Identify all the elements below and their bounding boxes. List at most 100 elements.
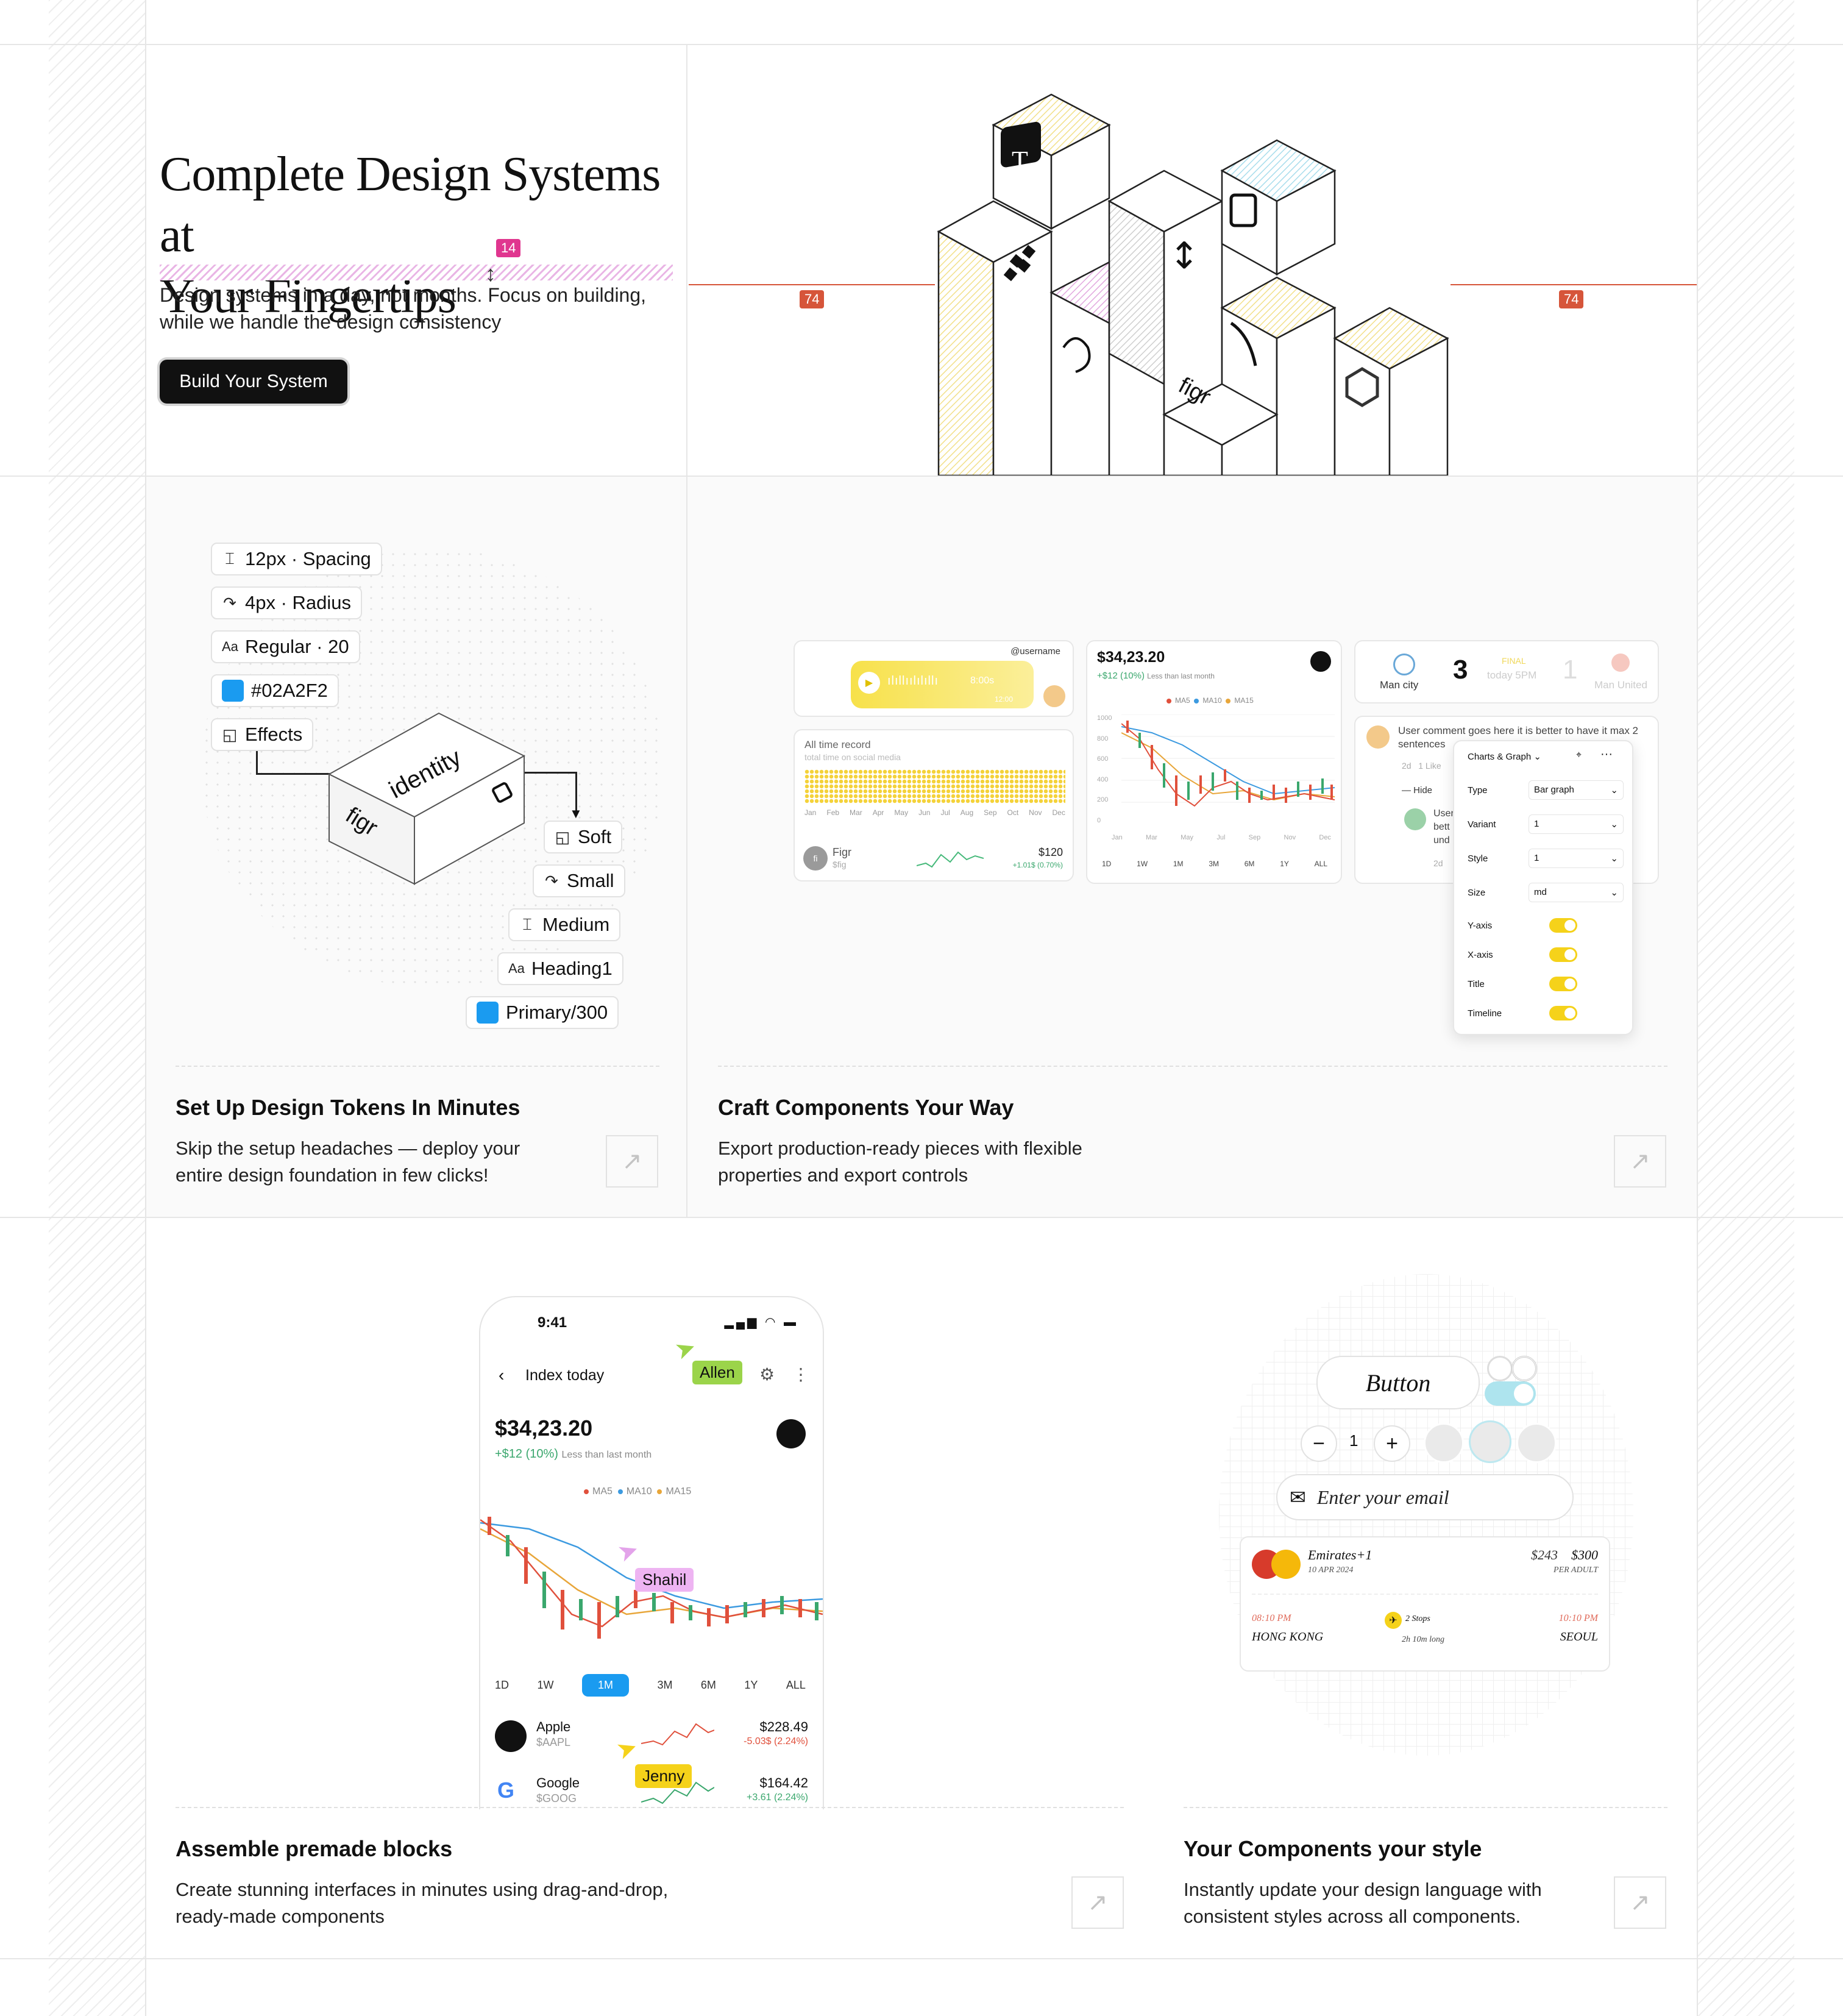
status-time: 9:41	[538, 1314, 567, 1331]
avatar	[1424, 1423, 1464, 1463]
reply-time: 2d	[1433, 858, 1443, 868]
type-icon: Aa	[222, 639, 238, 654]
range-tab[interactable]: 1D	[495, 1679, 510, 1691]
range-tab-active[interactable]: 1M	[581, 1674, 629, 1697]
range-tab[interactable]: 6M	[700, 1679, 716, 1691]
toggle-label: Timeline	[1468, 1008, 1502, 1019]
open-card-button[interactable]: ↗	[1614, 1876, 1666, 1929]
stock-price: $164.42	[759, 1775, 808, 1790]
open-card-button[interactable]: ↗	[606, 1135, 658, 1188]
home-team: Man city	[1380, 679, 1419, 691]
x-tick: Jan	[1112, 834, 1123, 841]
stepper-minus-button[interactable]: −	[1301, 1425, 1337, 1462]
list-item[interactable]: G Google $GOOG $164.42 +3.61 (2.24%)	[495, 1772, 808, 1809]
range-tab[interactable]: 3M	[1209, 860, 1219, 868]
chat-panel: @username ▶ ılıllıılılıllı 8:00s 12:00	[794, 640, 1074, 717]
spacing-icon: ⌶	[522, 915, 532, 933]
range-tab[interactable]: ALL	[786, 1679, 806, 1691]
hero-subtitle: Design systems in a day, not months. Foc…	[160, 284, 647, 333]
connector-arrow-icon: ▼	[569, 806, 583, 821]
y-axis-toggle[interactable]	[1549, 918, 1577, 933]
price-old: $243	[1531, 1547, 1558, 1562]
back-chevron-icon[interactable]: ‹	[499, 1366, 505, 1384]
open-card-button[interactable]: ↗	[1614, 1135, 1666, 1188]
list-item[interactable]: Apple $AAPL $228.49 -5.03$ (2.24%)	[495, 1715, 808, 1758]
range-tab[interactable]: 1W	[1137, 860, 1148, 868]
range-tab[interactable]: 1D	[1102, 860, 1112, 868]
prop-select[interactable]: 1⌄	[1529, 849, 1624, 868]
month-label: Oct	[1007, 808, 1019, 817]
stats-panel: All time record total time on social med…	[794, 729, 1074, 882]
play-icon[interactable]: ▶	[858, 672, 880, 694]
chat-username: @username	[1010, 646, 1060, 657]
token-chip-small[interactable]: ↷Small	[533, 864, 625, 897]
left-gutter-pattern	[49, 0, 145, 2016]
hide-replies-link[interactable]: — Hide	[1402, 785, 1433, 796]
target-icon[interactable]: ⌖	[1576, 750, 1582, 760]
range-tab[interactable]: ALL	[1314, 860, 1327, 868]
token-chip-color[interactable]: #02A2F2	[211, 674, 339, 707]
away-team: Man United	[1594, 679, 1647, 691]
grid-line	[1697, 0, 1698, 2016]
token-chip-radius[interactable]: ↷4px · Radius	[211, 586, 363, 619]
airline-name: Emirates+1	[1308, 1547, 1372, 1562]
more-icon[interactable]: ···	[1600, 747, 1613, 761]
chevron-down-icon: ⌄	[1610, 888, 1618, 898]
x-axis-toggle[interactable]	[1549, 947, 1577, 962]
month-label: Feb	[826, 808, 840, 817]
card-description: Instantly update your design language wi…	[1184, 1879, 1542, 1927]
gear-icon[interactable]: ⚙	[759, 1365, 775, 1384]
chevron-down-icon: ⌄	[1610, 819, 1618, 830]
away-crest-icon	[1611, 654, 1630, 672]
toggle-switch[interactable]	[1485, 1381, 1536, 1406]
connector-line	[256, 751, 337, 775]
range-tab[interactable]: 1Y	[744, 1679, 758, 1691]
token-chip-medium[interactable]: ⌶Medium	[508, 908, 621, 941]
token-chip-soft[interactable]: ◱Soft	[544, 821, 623, 853]
sample-button[interactable]: Button	[1316, 1356, 1480, 1409]
candlestick-chart	[1121, 714, 1335, 807]
effects-icon: ◱	[555, 827, 570, 846]
y-tick: 200	[1097, 796, 1109, 804]
screen-title: Index today	[525, 1367, 605, 1384]
range-tab[interactable]: 3M	[657, 1679, 673, 1691]
range-tab[interactable]: 1W	[537, 1679, 554, 1691]
card-description: Skip the setup headaches — deploy your e…	[176, 1138, 520, 1186]
open-card-button[interactable]: ↗	[1071, 1876, 1124, 1929]
card-divider	[1184, 1807, 1667, 1808]
voice-message-bubble[interactable]: ▶ ılıllıılılıllı 8:00s 12:00	[851, 661, 1034, 708]
timeline-toggle[interactable]	[1549, 1006, 1577, 1020]
chevron-down-icon: ⌄	[1610, 853, 1618, 864]
card-divider	[718, 1066, 1667, 1067]
waveform-icon: ılıllıılılıllı	[887, 674, 939, 688]
apple-logo-icon	[776, 1419, 806, 1448]
more-vertical-icon[interactable]: ⋮	[792, 1365, 809, 1384]
flight-card[interactable]: Emirates+1 10 APR 2024 $243 $300 PER ADU…	[1240, 1536, 1610, 1672]
month-label: Mar	[850, 808, 862, 817]
email-field[interactable]: ✉ Enter your email	[1276, 1474, 1574, 1520]
token-chip-spacing[interactable]: ⌶12px · Spacing	[211, 543, 382, 575]
effects-icon: ◱	[222, 725, 238, 744]
stepper-plus-button[interactable]: +	[1374, 1425, 1410, 1462]
chip-label: 12px · Spacing	[245, 548, 371, 569]
range-tab[interactable]: 1Y	[1280, 860, 1289, 868]
range-tab[interactable]: 6M	[1244, 860, 1255, 868]
radio-icon[interactable]	[1487, 1356, 1513, 1381]
build-system-button[interactable]: Build Your System	[160, 360, 347, 404]
token-chip-effects[interactable]: ◱Effects	[211, 718, 314, 751]
prop-select[interactable]: Bar graph⌄	[1529, 780, 1624, 800]
spacing-measure-band	[160, 265, 673, 280]
token-chip-primary[interactable]: Primary/300	[466, 996, 619, 1029]
prop-select[interactable]: 1⌄	[1529, 814, 1624, 834]
toggle-row-x-axis: X-axis	[1468, 947, 1577, 962]
radio-icon[interactable]	[1511, 1356, 1537, 1381]
stock-price: $34,23.20	[495, 1416, 593, 1441]
title-toggle[interactable]	[1549, 977, 1577, 991]
card-title: Craft Components Your Way	[718, 1095, 1014, 1120]
range-tab[interactable]: 1M	[1173, 860, 1184, 868]
prop-select[interactable]: md⌄	[1529, 883, 1624, 902]
ticker-sparkline	[917, 851, 984, 868]
